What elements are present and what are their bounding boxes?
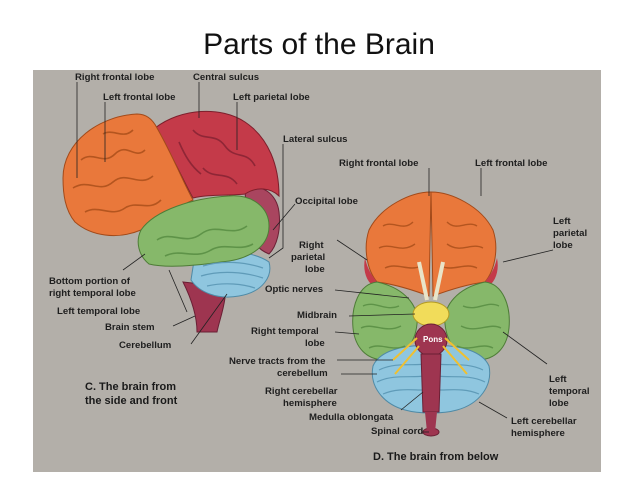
side-temporal-gyri: [156, 225, 254, 257]
label-bottom-right-parietal-line2: parietal: [291, 252, 326, 263]
label-bottom-right-temporal-line2: lobe: [305, 338, 325, 349]
bottom-temporal-gyri: [360, 303, 502, 349]
label-bottom-left-parietal-line1: Left: [553, 216, 571, 227]
label-bottom-left-cerebellar-line1: Left cerebellar: [511, 416, 577, 427]
label-bottom-left-parietal-line2: parietal: [553, 228, 588, 239]
label-side-left-parietal-lobe: Left parietal lobe: [233, 92, 310, 103]
bottom-medulla-oblongata: [420, 353, 442, 413]
label-bottom-left-cerebellar-line2: hemisphere: [511, 428, 565, 439]
side-frontal-lobe: [62, 113, 194, 236]
side-temporal-lobe: [137, 195, 270, 267]
label-side-left-frontal-lobe: Left frontal lobe: [103, 92, 176, 103]
bottom-right-frontal-lobe: [365, 191, 432, 297]
label-bottom-medulla-oblongata: Medulla oblongata: [309, 412, 394, 423]
side-view-brain: [62, 110, 280, 333]
bottom-spinal-cord-stem: [425, 412, 437, 432]
bottom-frontal-gyri: [378, 221, 484, 269]
brain-illustration: [62, 82, 554, 437]
label-bottom-pons: Pons: [423, 335, 443, 344]
label-side-cerebellum: Cerebellum: [119, 340, 172, 351]
label-bottom-left-frontal-lobe: Left frontal lobe: [475, 158, 548, 169]
label-bottom-right-parietal-line3: lobe: [305, 264, 325, 275]
label-side-brain-stem: Brain stem: [105, 322, 155, 333]
label-bottom-left-parietal-line3: lobe: [553, 240, 573, 251]
caption-side-line1: C. The brain from: [85, 381, 177, 393]
bottom-optic-nerves: [417, 261, 445, 301]
label-side-bottom-portion-line2: right temporal lobe: [49, 288, 136, 299]
brain-illustration-panel: Right frontal lobe Central sulcus Left f…: [33, 70, 601, 472]
slide-title: Parts of the Brain: [203, 28, 435, 61]
side-parietal-gyri: [178, 129, 256, 185]
leader-lines: [76, 82, 554, 433]
label-side-left-temporal-lobe: Left temporal lobe: [57, 306, 141, 317]
label-bottom-nerve-tracts-line1: Nerve tracts from the: [229, 356, 326, 367]
label-bottom-right-temporal-line1: Right temporal: [251, 326, 319, 337]
bottom-view-brain: [352, 191, 510, 437]
label-bottom-nerve-tracts-line2: cerebellum: [277, 368, 328, 379]
bottom-nerve-tracts: [392, 337, 470, 375]
bottom-left-parietal-lobe: [485, 258, 498, 284]
side-frontal-gyri: [72, 129, 162, 213]
label-side-occipital-lobe: Occipital lobe: [295, 196, 358, 207]
caption-bottom: D. The brain from below: [373, 451, 499, 463]
caption-side-line2: the side and front: [85, 395, 178, 407]
label-bottom-right-cerebellar-line2: hemisphere: [283, 398, 337, 409]
label-bottom-optic-nerves: Optic nerves: [265, 284, 324, 295]
bottom-right-parietal-lobe: [364, 258, 377, 284]
label-bottom-left-temporal-line2: temporal: [549, 386, 590, 397]
side-parietal-lobe: [154, 110, 280, 199]
label-side-lateral-sulcus: Lateral sulcus: [283, 134, 348, 145]
bottom-left-frontal-lobe: [430, 191, 497, 297]
label-side-right-frontal-lobe: Right frontal lobe: [75, 72, 155, 83]
side-cerebellum-folia: [200, 261, 264, 289]
label-side-central-sulcus: Central sulcus: [193, 72, 260, 83]
label-bottom-right-cerebellar-line1: Right cerebellar: [265, 386, 338, 397]
label-side-bottom-portion-line1: Bottom portion of: [49, 276, 130, 287]
label-bottom-spinal-cord: Spinal cord: [371, 426, 424, 437]
label-bottom-right-frontal-lobe: Right frontal lobe: [339, 158, 419, 169]
label-bottom-midbrain: Midbrain: [297, 310, 337, 321]
bottom-midbrain: [412, 301, 450, 327]
label-bottom-left-temporal-line1: Left: [549, 374, 567, 385]
label-bottom-right-parietal-line1: Right: [299, 240, 324, 251]
label-bottom-left-temporal-line3: lobe: [549, 398, 569, 409]
